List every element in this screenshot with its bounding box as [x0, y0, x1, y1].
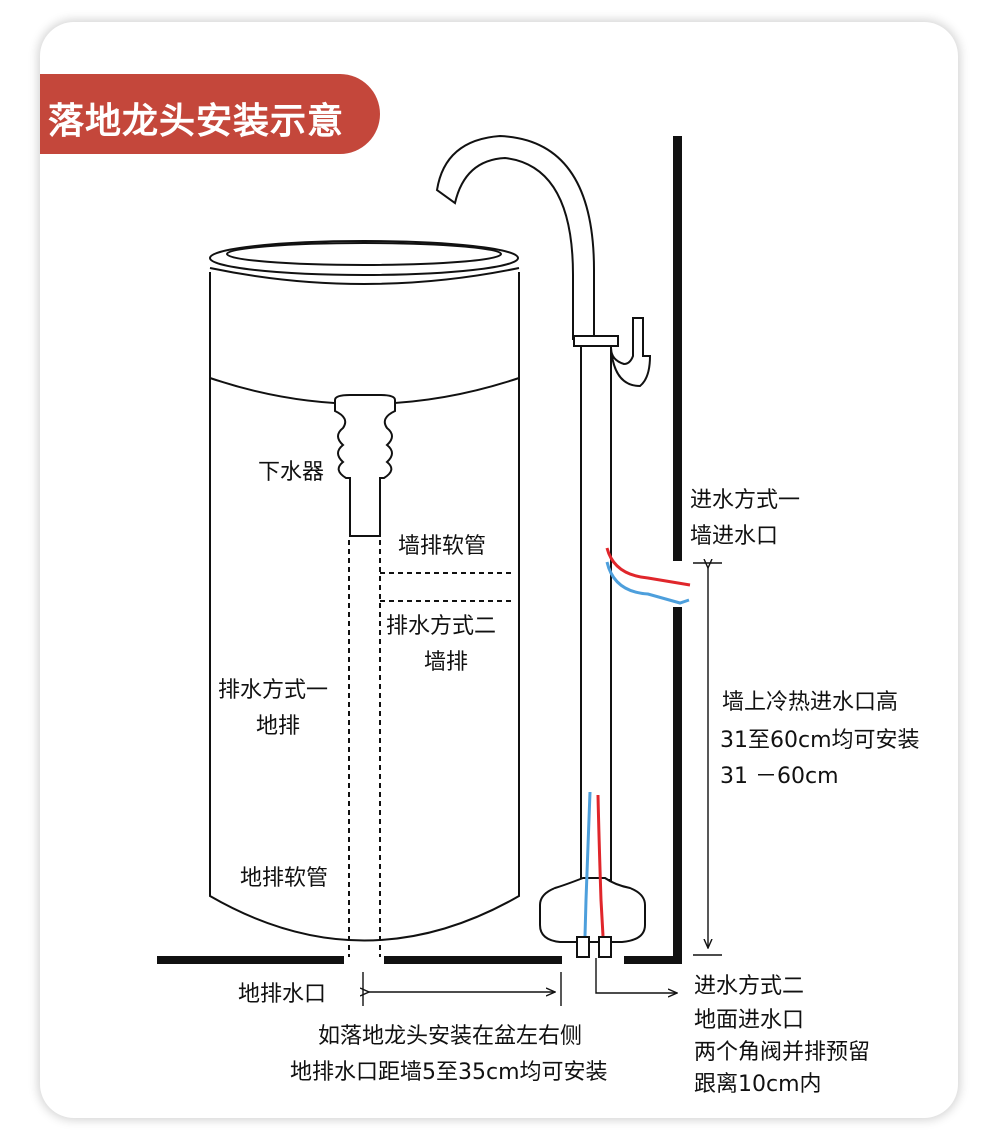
floor-hot-pipe	[596, 794, 605, 937]
label-inlet-method-two: 进水方式二	[694, 974, 805, 999]
label-drain-method-one-sub: 地排	[256, 714, 301, 739]
label-wall-hose: 墙排软管	[398, 534, 487, 559]
floor-cold-pipe	[583, 791, 592, 937]
label-inlet-method-one: 进水方式一	[690, 488, 801, 513]
pedestal-basin	[209, 240, 520, 942]
label-drain-fitting: 下水器	[258, 460, 325, 485]
label-floor-drain-outlet: 地排水口	[238, 982, 327, 1007]
label-wall-inlet-range: 31至60cm均可安装	[720, 728, 920, 753]
label-inlet-method-two-sub: 地面进水口	[694, 1008, 805, 1033]
wall	[673, 136, 682, 964]
label-floor-hose: 地排软管	[240, 866, 329, 891]
drain-distance-dimension	[363, 972, 562, 1006]
label-bottom-note-2: 地排水口距墙5至35cm均可安装	[290, 1060, 608, 1085]
label-drain-method-one: 排水方式一	[218, 678, 329, 703]
label-wall-inlet-range-short: 31 －60cm	[720, 764, 839, 789]
label-drain-method-two: 排水方式二	[386, 614, 497, 639]
wall-cold-pipe	[605, 561, 690, 605]
drain-fitting	[334, 394, 396, 537]
page-title: 落地龙头安装示意	[48, 101, 345, 142]
label-inlet-valves: 两个角阀并排预留	[694, 1040, 871, 1065]
title-banner	[40, 74, 380, 154]
floor-standing-faucet	[435, 134, 652, 958]
wall-hot-pipe	[605, 547, 691, 587]
floor-line	[157, 956, 682, 964]
inlet-height-dimension	[693, 563, 722, 956]
label-inlet-method-one-sub: 墙进水口	[690, 524, 779, 549]
label-drain-method-two-sub: 墙排	[424, 650, 469, 675]
floor-inlet-leader	[595, 958, 677, 993]
label-bottom-note-1: 如落地龙头安装在盆左右侧	[318, 1024, 583, 1049]
label-inlet-spacing: 跟离10cm内	[694, 1072, 822, 1097]
floor-drain-hose	[348, 540, 381, 957]
wall-drain-hose	[380, 572, 515, 602]
label-wall-inlet-height: 墙上冷热进水口高	[722, 690, 899, 715]
